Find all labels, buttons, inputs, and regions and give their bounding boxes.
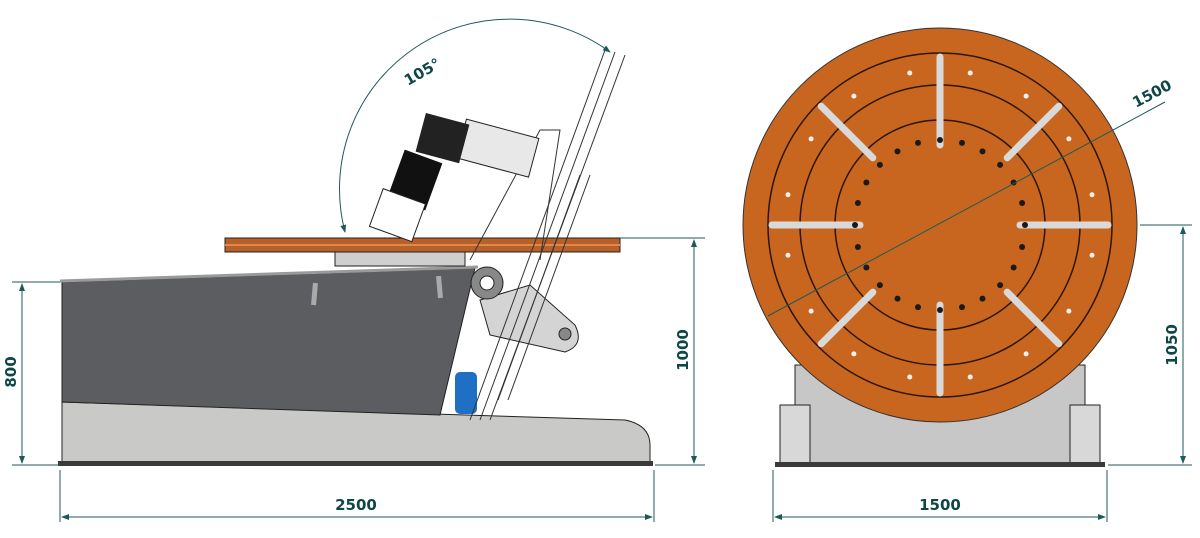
fixture-hole xyxy=(1066,308,1072,314)
diameter-1500-label: 1500 xyxy=(1129,76,1174,111)
bolt-hole xyxy=(876,161,883,168)
dimension-1050 xyxy=(1108,224,1192,466)
fixture-hole xyxy=(907,374,913,380)
bolt-hole xyxy=(979,148,986,155)
bolt-hole xyxy=(915,139,922,146)
width-1500-label: 1500 xyxy=(919,496,961,514)
front-base-plate xyxy=(775,462,1105,467)
fixture-hole xyxy=(907,70,913,76)
tilt-angle-arc xyxy=(339,18,611,233)
pedestal-foot-left xyxy=(779,404,811,466)
bolt-hole xyxy=(997,282,1004,289)
fixture-hole xyxy=(1023,351,1029,357)
housing-slot xyxy=(436,275,443,299)
dimension-1000 xyxy=(620,237,705,466)
length-2500-label: 2500 xyxy=(335,496,377,514)
base-frame xyxy=(61,401,651,463)
height-1050-label: 1050 xyxy=(1163,324,1181,366)
fixture-hole xyxy=(967,70,973,76)
bolt-hole xyxy=(937,137,943,143)
bolt-hole xyxy=(1019,200,1026,207)
tilt-hub-center xyxy=(479,275,495,291)
pivot-pin xyxy=(558,327,572,341)
dimension-width-1500 xyxy=(772,470,1108,522)
fixture-hole xyxy=(1023,93,1029,99)
fixture-hole xyxy=(967,374,973,380)
pedestal-foot-right xyxy=(1069,404,1101,466)
t-slot xyxy=(817,288,877,348)
fixture-hole xyxy=(808,308,814,314)
t-slot xyxy=(1003,102,1063,162)
bolt-hole xyxy=(915,304,922,311)
housing-slot xyxy=(311,282,318,306)
diameter-line xyxy=(767,101,1166,317)
fixture-hole xyxy=(785,252,791,258)
t-slots xyxy=(768,53,1112,397)
bolt-hole xyxy=(1022,222,1028,228)
bolt-hole xyxy=(958,304,965,311)
t-slot xyxy=(817,102,877,162)
housing-top-edge xyxy=(59,265,479,283)
dimension-800 xyxy=(12,281,60,466)
tilted-table-outline xyxy=(469,49,626,421)
fixture-hole xyxy=(1089,192,1095,198)
height-800-label: 800 xyxy=(2,356,20,387)
bolt-hole xyxy=(958,139,965,146)
fixture-hole xyxy=(1089,252,1095,258)
tilt-motor xyxy=(455,372,477,414)
tilt-angle-label: 105° xyxy=(401,54,444,89)
bolt-hole xyxy=(863,179,870,186)
t-slot xyxy=(1003,288,1063,348)
side-view: 105° 800 1000 2500 xyxy=(2,18,705,522)
fixture-hole xyxy=(851,351,857,357)
bolt-hole xyxy=(937,307,943,313)
bolt-hole xyxy=(979,295,986,302)
turntable-support xyxy=(334,251,466,267)
pivot-bracket xyxy=(479,284,579,353)
height-1000-label: 1000 xyxy=(674,329,692,371)
fixture-hole xyxy=(808,136,814,142)
bolt-hole xyxy=(997,161,1004,168)
fixture-hole xyxy=(851,93,857,99)
dimension-2500 xyxy=(59,470,655,522)
fixture-hole xyxy=(1066,136,1072,142)
front-view: 1500 1050 1500 xyxy=(742,27,1192,522)
chuck-assembly xyxy=(368,112,540,243)
base-plate xyxy=(58,461,653,466)
bolt-hole xyxy=(894,295,901,302)
bolt-hole xyxy=(1010,264,1017,271)
bolt-hole xyxy=(854,243,861,250)
bolt-hole xyxy=(1019,243,1026,250)
bolt-hole xyxy=(852,222,858,228)
bolt-hole xyxy=(876,282,883,289)
bolt-hole xyxy=(863,264,870,271)
bolt-hole xyxy=(854,200,861,207)
housing xyxy=(61,267,476,416)
bolt-hole xyxy=(894,148,901,155)
fixture-hole xyxy=(785,192,791,198)
